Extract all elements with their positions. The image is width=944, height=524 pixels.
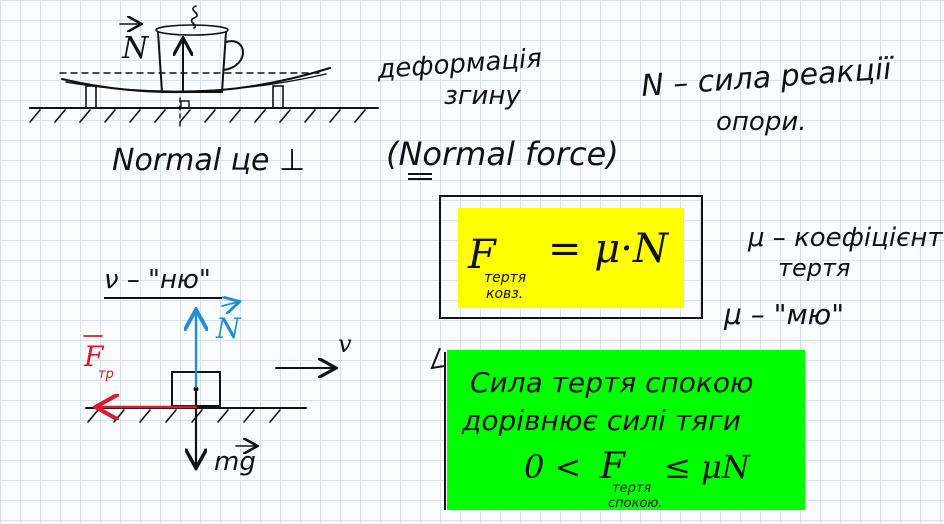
deformation-label-line1: деформація xyxy=(375,44,542,85)
mu-definition-line2: тертя xyxy=(778,254,850,282)
normal-perpendicular-note: Normal це ⊥ xyxy=(112,143,305,178)
static-line2: дорівнює силі тяги xyxy=(461,404,741,437)
static-ineq-right: ≤ μN xyxy=(664,448,751,486)
static-sub-line2: спокою. xyxy=(608,496,662,511)
formula-rhs: = μ·N xyxy=(548,226,670,272)
static-line1: Сила тертя спокою xyxy=(470,366,754,399)
kinetic-friction-formula-box: F тертя ковз. = μ·N xyxy=(439,195,703,319)
n-definition-line2: опори. xyxy=(716,107,806,137)
ground-hatching-bottom xyxy=(87,409,281,423)
bent-board xyxy=(61,67,331,94)
cup-on-board-diagram xyxy=(29,5,379,131)
formula-box-outer xyxy=(439,195,703,319)
static-ineq-left: 0 < xyxy=(524,448,581,486)
static-box-fill xyxy=(447,350,805,510)
formula-sub-line2: ковз. xyxy=(486,286,523,302)
static-box-corner-mark xyxy=(430,347,445,370)
contact-marker xyxy=(180,100,190,109)
ground-hatching-top xyxy=(29,109,366,123)
normal-vector-bar-blue xyxy=(221,302,238,306)
block-normal-label: N xyxy=(215,312,242,345)
normal-force-note: (Normal force) xyxy=(386,135,619,173)
bent-board-lower xyxy=(65,73,327,93)
friction-label-F: F xyxy=(83,340,105,373)
static-sub-line1: тертя xyxy=(612,481,651,496)
block-diagram xyxy=(83,302,334,466)
formula-box-fill xyxy=(458,208,684,308)
static-friction-box: Сила тертя спокою дорівнює силі тяги 0 <… xyxy=(430,347,805,511)
formula-sub-line1: тертя xyxy=(484,270,526,286)
n-definition-line1: N – сила реакції xyxy=(640,51,896,104)
formula-F: F xyxy=(467,232,497,278)
cup-rim xyxy=(155,24,229,36)
weight-label: mg xyxy=(214,447,256,477)
left-support xyxy=(85,85,97,109)
nu-definition: ν – "ню" xyxy=(104,265,211,295)
block-center xyxy=(193,386,199,392)
cup-body xyxy=(157,31,227,93)
velocity-label: v xyxy=(338,330,352,358)
steam xyxy=(190,5,198,29)
friction-label-sub: тр xyxy=(98,367,114,382)
static-F: F xyxy=(599,446,627,487)
right-support xyxy=(272,85,284,109)
mu-definition-line1: μ – коефіцієнт xyxy=(747,223,943,253)
mu-name: μ – "мю" xyxy=(723,298,844,331)
deformation-label-line2: згину xyxy=(444,81,521,111)
cup-handle xyxy=(223,40,244,71)
cup-normal-label: N xyxy=(121,31,150,66)
